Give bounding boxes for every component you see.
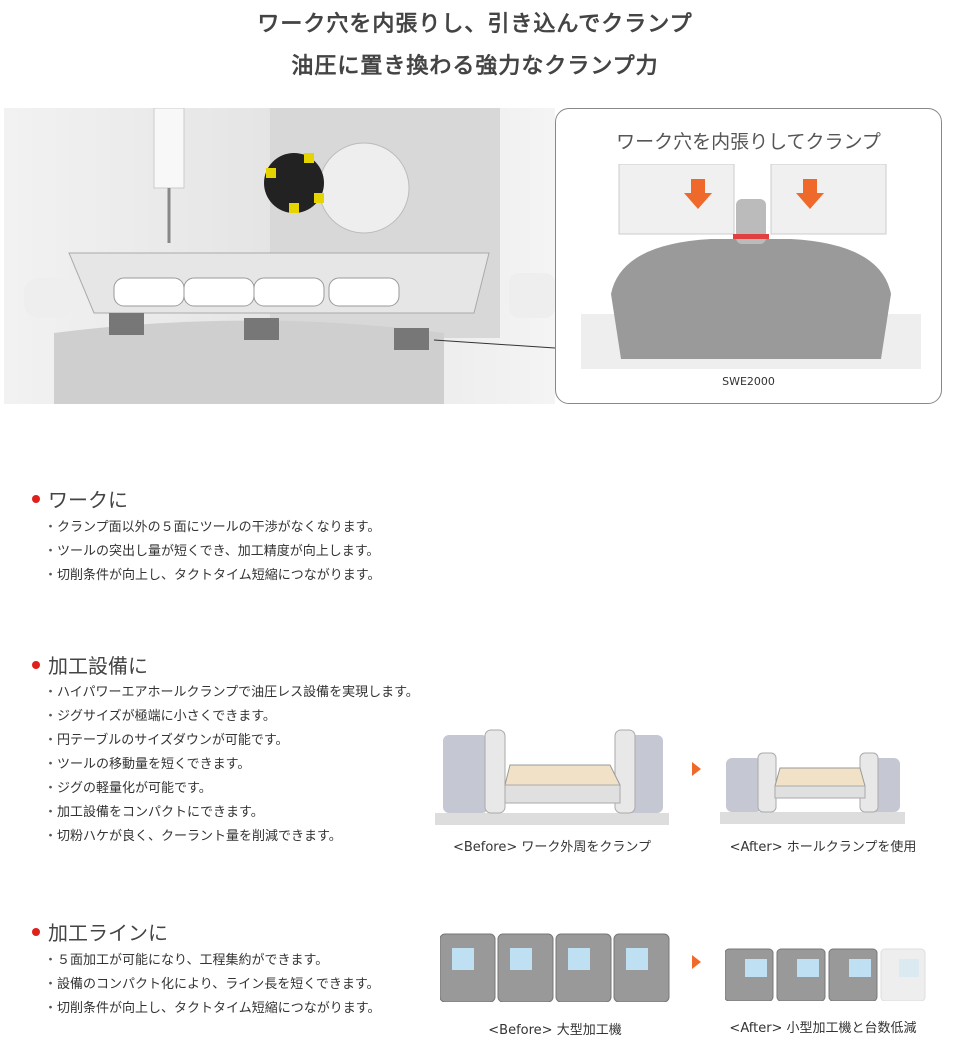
list-item: 切削条件が向上し、タクトタイム短縮につながります。 [44, 997, 380, 1021]
list-item: 円テーブルのサイズダウンが可能です。 [44, 729, 419, 753]
red-bullet-icon [32, 494, 40, 503]
after-caption: <After> 小型加工機と台数低減 [729, 1021, 917, 1036]
arrow-right-icon [692, 762, 701, 776]
list-item: クランプ面以外の５面にツールの干渉がなくなります。 [44, 516, 380, 540]
before-caption: <Before> 大型加工機 [488, 1023, 622, 1038]
list-item: ジグサイズが極端に小さくできます。 [44, 705, 419, 729]
after-table-illustration [720, 752, 905, 824]
list-item: ５面加工が可能になり、工程集約ができます。 [44, 949, 380, 973]
small-machines-illustration [725, 948, 926, 1001]
section-heading-equipment: 加工設備に [32, 650, 148, 679]
red-bullet-icon [32, 660, 40, 669]
work-benefits-list: クランプ面以外の５面にツールの干渉がなくなります。 ツールの突出し量が短くでき、… [44, 516, 380, 588]
section-heading-work: ワークに [32, 484, 128, 513]
line-benefits-list: ５面加工が可能になり、工程集約ができます。 設備のコンパクト化により、ライン長を… [44, 949, 380, 1021]
list-item: 切削条件が向上し、タクトタイム短縮につながります。 [44, 564, 380, 588]
inset-title: ワーク穴を内張りしてクランプ [616, 131, 881, 153]
arrow-right-icon [692, 955, 701, 969]
equipment-benefits-list: ハイパワーエアホールクランプで油圧レス設備を実現します。 ジグサイズが極端に小さ… [44, 681, 419, 849]
section-heading-line: 加工ラインに [32, 917, 168, 946]
list-item: 設備のコンパクト化により、ライン長を短くできます。 [44, 973, 380, 997]
heading-text: 加工ラインに [48, 921, 168, 945]
after-caption: <After> ホールクランプを使用 [729, 840, 917, 855]
large-machines-illustration [440, 933, 670, 1002]
clamp-detail-panel: ワーク穴を内張りしてクランプ SWE2000 [555, 108, 942, 404]
list-item: ジグの軽量化が可能です。 [44, 777, 419, 801]
list-item: ツールの突出し量が短くでき、加工精度が向上します。 [44, 540, 380, 564]
before-caption: <Before> ワーク外周をクランプ [452, 840, 652, 855]
headline-line2: 油圧に置き換わる強力なクランプ力 [291, 54, 659, 79]
list-item: ツールの移動量を短くできます。 [44, 753, 419, 777]
list-item: ハイパワーエアホールクランプで油圧レス設備を実現します。 [44, 681, 419, 705]
heading-text: ワークに [48, 488, 128, 512]
model-label: SWE2000 [722, 375, 775, 388]
before-table-illustration [435, 729, 669, 825]
heading-text: 加工設備に [48, 654, 148, 678]
list-item: 切粉ハケが良く、クーラント量を削減できます。 [44, 825, 419, 849]
list-item: 加工設備をコンパクトにできます。 [44, 801, 419, 825]
fixture-illustration [4, 107, 556, 404]
red-bullet-icon [32, 927, 40, 936]
headline-line1: ワーク穴を内張りし、引き込んでクランプ [257, 12, 693, 37]
